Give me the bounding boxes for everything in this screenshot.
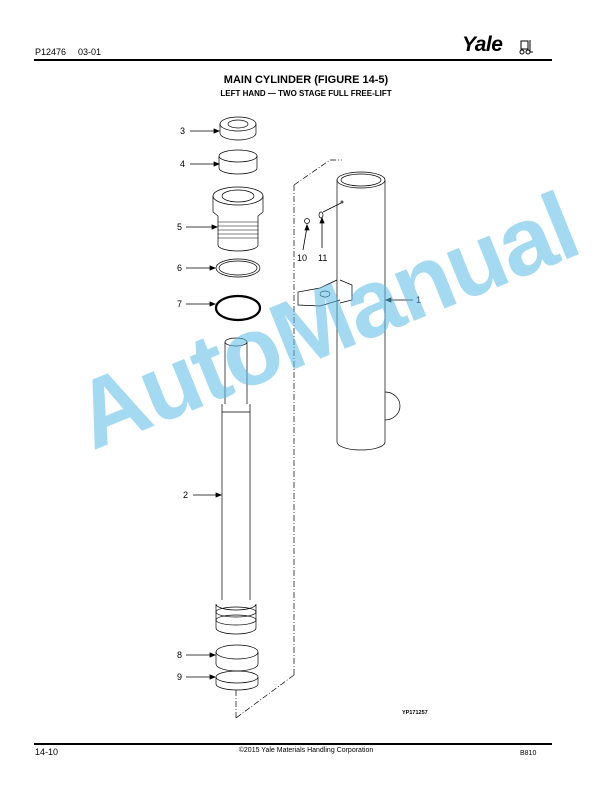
logo-text: Yale [462, 33, 503, 56]
callout-8: 8 [177, 650, 183, 660]
page-subtitle: LEFT HAND — TWO STAGE FULL FREE-LIFT [220, 89, 392, 98]
callout-3: 3 [180, 126, 186, 136]
parts-10-11-fitting [304, 200, 344, 224]
callout-1: 1 [416, 295, 422, 305]
part-7-o-ring [214, 294, 262, 322]
part-4-ring [218, 149, 258, 175]
callout-11: 11 [318, 253, 328, 263]
callout-5: 5 [177, 222, 183, 232]
footer-rule [34, 743, 552, 745]
callout-6: 6 [177, 263, 183, 273]
part-3-wiper [219, 116, 257, 141]
doc-code: B810 [520, 750, 537, 757]
header-left: P12476 03-01 [35, 47, 101, 57]
callout-7: 7 [177, 299, 183, 309]
forklift-icon [519, 40, 533, 55]
copyright: ©2015 Yale Materials Handling Corporatio… [238, 747, 374, 754]
doc-number: P12476 [35, 47, 67, 57]
part-5-gland [212, 186, 264, 252]
callout-9: 9 [177, 672, 183, 682]
part-6-backup-ring [215, 258, 261, 278]
callout-leaders [186, 128, 413, 680]
part-2-piston-rod [215, 337, 257, 635]
part-9-ring [215, 670, 259, 691]
callout-2: 2 [183, 490, 189, 500]
part-1-cylinder [297, 171, 401, 451]
yale-logo: Yale [462, 33, 533, 57]
header-rule [34, 59, 552, 61]
figure-id: YP171257 [402, 710, 428, 716]
part-8-ring [215, 644, 259, 672]
callout-4: 4 [180, 159, 186, 169]
callout-10: 10 [297, 253, 308, 263]
page-number: 14-10 [35, 747, 59, 757]
assembly-centerline [235, 159, 342, 719]
page-title: MAIN CYLINDER (FIGURE 14-5) [223, 74, 389, 86]
date-code: 03-01 [78, 47, 102, 57]
